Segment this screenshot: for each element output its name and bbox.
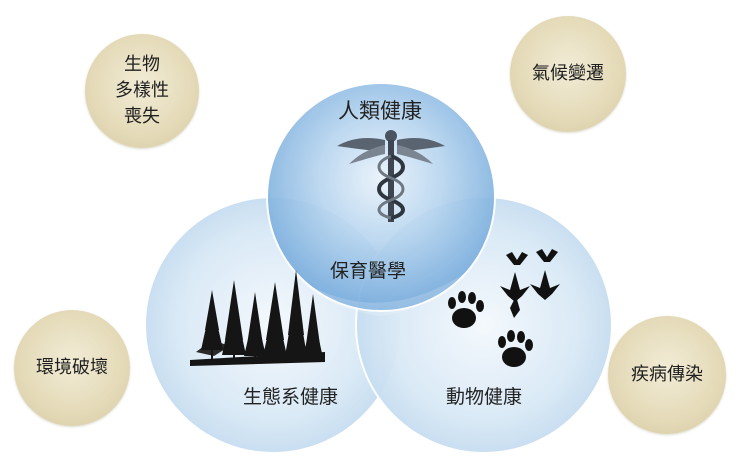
biodiversity-loss-line-3: 喪失 (124, 106, 160, 127)
biodiversity-loss-line-1: 生物 (124, 54, 160, 75)
climate-change-bubble: 氣候變遷 (510, 16, 626, 132)
human-health-label: 人類健康 (338, 99, 422, 123)
ecosystem-health-label: 生態系健康 (243, 386, 339, 408)
environmental-damage-label: 環境破壞 (36, 357, 108, 378)
animal-health-label: 動物健康 (446, 386, 523, 408)
conservation-medicine-label: 保育醫學 (330, 260, 407, 282)
environmental-damage-bubble: 環境破壞 (14, 310, 130, 426)
human-health-circle (266, 82, 496, 312)
forest-icon (190, 270, 325, 366)
disease-transmission-bubble: 疾病傳染 (608, 316, 726, 434)
disease-transmission-label: 疾病傳染 (631, 364, 703, 385)
caduceus-icon (337, 130, 445, 222)
biodiversity-loss-line-2: 多樣性 (115, 80, 169, 101)
animal-tracks-icon (448, 249, 560, 367)
center-overlap-area (300, 270, 470, 316)
climate-change-label: 氣候變遷 (532, 63, 604, 84)
biodiversity-loss-bubble: 生物 多樣性 喪失 (85, 34, 199, 148)
